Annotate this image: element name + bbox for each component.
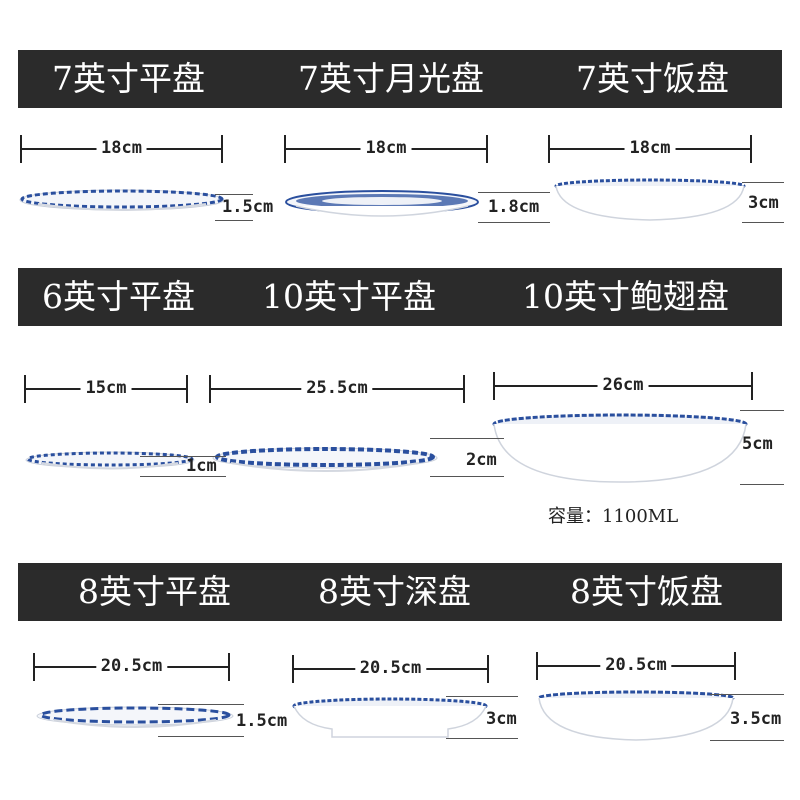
title-bar-row-2 [18,268,782,326]
height-guide-bottom [446,738,518,739]
height-label: 1.8cm [488,197,540,217]
title-7in-rice-plate: 7英寸饭盘 [576,59,729,98]
width-label: 20.5cm [95,655,168,677]
height-guide-top [430,438,504,439]
height-guide-bottom [158,736,244,737]
width-dimension: 25.5cm [209,375,465,403]
width-label: 20.5cm [600,654,672,676]
height-label: 1.5cm [236,711,288,731]
width-dimension: 26cm [493,372,753,400]
plate-image-flat [212,447,438,472]
height-label: 3cm [486,709,517,729]
width-label: 20.5cm [354,657,427,679]
plate-image-flat-rim [285,190,479,217]
title-7in-moonlight-plate: 7英寸月光盘 [298,59,484,98]
width-dimension: 18cm [548,135,752,163]
height-guide-bottom [478,222,550,223]
height-guide-top [742,182,784,183]
height-guide-bottom [430,476,504,477]
height-guide-top [215,194,253,195]
title-bar-row-1 [18,50,782,108]
plate-image-flat [19,189,225,211]
height-guide-top [158,704,244,705]
height-guide-bottom [215,220,253,221]
height-guide-bottom [740,484,784,485]
plate-image-bowl [554,178,746,221]
title-7in-flat-plate: 7英寸平盘 [52,59,205,98]
height-guide-top [478,192,550,193]
width-label: 15cm [80,377,132,399]
width-dimension: 20.5cm [536,652,736,680]
height-label: 1.5cm [222,197,274,217]
height-label: 1cm [186,456,217,476]
title-bar-row-3 [18,563,782,621]
title-8in-rice-plate: 8英寸饭盘 [570,572,723,611]
width-dimension: 15cm [24,375,188,403]
height-guide-bottom [742,222,784,223]
title-8in-deep-plate: 8英寸深盘 [318,572,471,611]
plate-image-bowl [537,690,735,741]
title-10in-abalone-plate: 10英寸鲍翅盘 [522,277,729,316]
height-guide-bottom [140,476,226,477]
width-label: 18cm [96,137,147,159]
title-8in-flat-plate: 8英寸平盘 [78,572,231,611]
height-label: 3cm [748,193,779,213]
plate-image-deep-bowl [492,413,748,483]
width-label: 18cm [624,137,676,159]
plate-image-deep [292,697,488,738]
width-dimension: 18cm [20,135,223,163]
width-label: 26cm [597,374,649,396]
width-label: 18cm [360,137,412,159]
height-guide-top [710,694,784,695]
height-guide-top [140,456,226,457]
title-6in-flat-plate: 6英寸平盘 [42,277,195,316]
height-guide-bottom [710,740,784,741]
plate-image-flat [36,706,234,728]
capacity-label: 容量：1100ML [548,506,679,527]
width-dimension: 20.5cm [292,655,489,683]
height-label: 3.5cm [730,709,782,729]
width-label: 25.5cm [301,377,373,399]
height-guide-top [740,410,784,411]
plate-image-flat [25,451,195,470]
height-label: 2cm [466,450,497,470]
height-label: 5cm [742,434,773,454]
title-10in-flat-plate: 10英寸平盘 [262,277,436,316]
height-guide-top [446,696,518,697]
width-dimension: 18cm [284,135,488,163]
width-dimension: 20.5cm [33,653,230,681]
